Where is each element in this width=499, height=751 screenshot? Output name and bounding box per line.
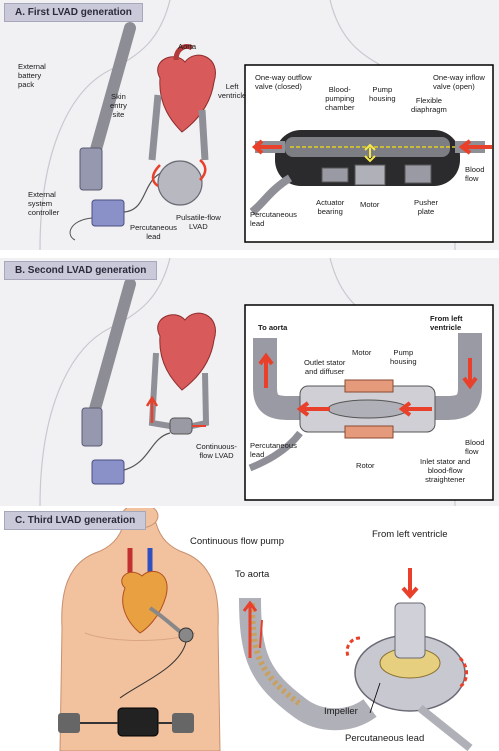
inflow-arrow: [403, 568, 417, 596]
label-motor: Motor: [360, 200, 379, 209]
label-percutaneous-lead: Percutaneous lead: [345, 733, 424, 744]
label-percutaneous-lead: Percutaneous lead: [130, 223, 177, 241]
controller-shape: [92, 200, 124, 226]
percutaneous-lead-shape: [420, 708, 470, 748]
outflow-graft: [250, 598, 370, 719]
label-continuous-flow-pump: Continuous flow pump: [190, 536, 284, 547]
label-aorta: Aorta: [178, 42, 196, 51]
label-to-aorta: To aorta: [258, 323, 287, 332]
rotor-shape: [328, 400, 408, 418]
label-percutaneous-lead: Percutaneous lead: [250, 441, 297, 459]
label-blood-flow: Blood flow: [465, 165, 484, 183]
label-pusher-plate: Pusher plate: [414, 198, 438, 216]
label-left-ventricle: Left ventricle: [218, 82, 246, 100]
inflow-cannula-shape: [395, 603, 425, 658]
label-rotor: Rotor: [356, 461, 375, 470]
panel-a-title: A. First LVAD generation: [4, 3, 143, 22]
label-external-system-controller: External system controller: [28, 190, 59, 217]
label-to-aorta: To aorta: [235, 569, 269, 580]
label-motor: Motor: [352, 348, 371, 357]
panel-first-generation: A. First LVAD generation Aorta Left vent…: [0, 0, 499, 250]
pulsatile-pump-shape: [158, 161, 202, 205]
panel-third-generation: C. Third LVAD generation Continuous flow…: [0, 508, 499, 751]
continuous-flow-pump-shape: [179, 628, 193, 642]
label-one-way-inflow-valve: One-way inflow valve (open): [433, 73, 485, 91]
motor-shape: [355, 165, 385, 185]
label-one-way-outflow-valve: One-way outflow valve (closed): [255, 73, 312, 91]
label-flexible-diaphragm: Flexible diaphragm: [411, 96, 447, 114]
label-inlet-stator: Inlet stator and blood-flow straightener: [420, 457, 470, 484]
label-pump-housing: Pump housing: [369, 85, 396, 103]
label-percutaneous-lead-detail: Percutaneous lead: [250, 210, 297, 228]
panel-second-generation: B. Second LVAD generation Continuous- fl…: [0, 258, 499, 506]
controller-shape: [92, 460, 124, 484]
label-pump-housing: Pump housing: [390, 348, 417, 366]
label-external-battery-pack: External battery pack: [18, 62, 46, 89]
label-actuator-bearing: Actuator bearing: [316, 198, 344, 216]
continuous-pump-shape: [170, 418, 192, 434]
label-outlet-stator: Outlet stator and diffuser: [304, 358, 345, 376]
label-blood-flow: Blood flow: [465, 438, 484, 456]
label-skin-entry-site: Skin entry site: [110, 92, 127, 119]
panel-c-title: C. Third LVAD generation: [4, 511, 146, 530]
controller-shape: [118, 708, 158, 736]
battery-pack-shape: [80, 148, 102, 190]
label-from-left-ventricle: From left ventricle: [372, 529, 448, 540]
label-from-left-ventricle: From left ventricle: [430, 314, 463, 332]
label-blood-pumping-chamber: Blood- pumping chamber: [325, 85, 355, 112]
panel-b-title: B. Second LVAD generation: [4, 261, 157, 280]
heart-shape: [158, 55, 216, 132]
label-pulsatile-flow-lvad: Pulsatile-flow LVAD: [176, 213, 221, 231]
motor-shape: [345, 380, 393, 392]
label-continuous-flow-lvad: Continuous- flow LVAD: [196, 442, 237, 460]
label-impeller: Impeller: [324, 706, 358, 717]
